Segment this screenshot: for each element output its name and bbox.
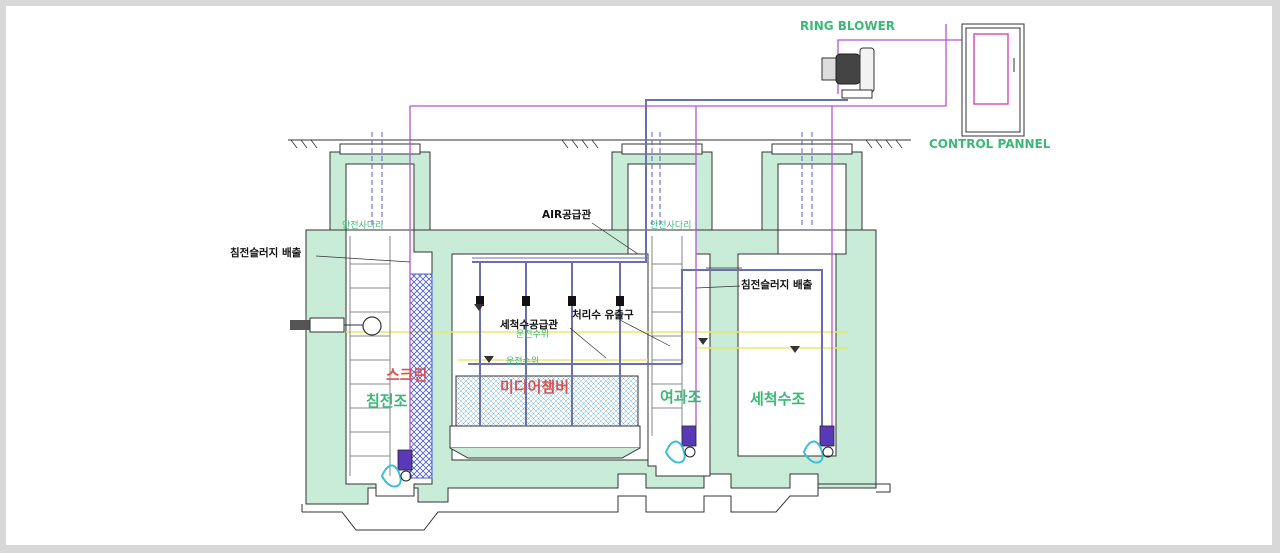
ring-blower (821, 47, 875, 99)
safety-ladder-left (349, 236, 391, 476)
media-chamber-box (449, 375, 641, 459)
media-pipes (472, 99, 848, 426)
leader-lines (315, 222, 742, 359)
dashed-lines (371, 132, 813, 228)
label-operating-level-b: 운전수위 (506, 356, 539, 367)
label-ladder-right: 안전사다리 (650, 220, 691, 231)
label-wash-supply-pipe: 세척수공급관 (500, 318, 558, 331)
diagram-frame: RING BLOWER CONTROL PANNEL AIR공급관 침전슬러지 … (6, 6, 1272, 545)
label-filter-tank: 여과조 (660, 388, 702, 406)
treatment-system-diagram: RING BLOWER CONTROL PANNEL AIR공급관 침전슬러지 … (230, 19, 1051, 531)
wash-supply-pipe (468, 269, 823, 426)
label-media-chamber: 미디어챔버 (500, 378, 569, 396)
control-panel (961, 23, 1025, 137)
label-control-pannel: CONTROL PANNEL (929, 137, 1051, 151)
label-settling-tank: 침전조 (366, 392, 408, 410)
pump-settling (380, 449, 413, 488)
label-sludge-right: 침전슬러지 배출 (741, 278, 813, 291)
diffuser-nozzles (476, 296, 624, 306)
pump-wash (802, 425, 835, 464)
label-treated-outlet: 처리수 유출구 (572, 308, 634, 321)
ground-line (288, 139, 911, 149)
footing (301, 483, 891, 531)
label-ladder-left: 안전사다리 (342, 220, 383, 231)
label-ring-blower: RING BLOWER (800, 19, 895, 33)
label-operating-level-a: 운전수위 (516, 329, 549, 340)
inlet-pipe (290, 316, 382, 336)
label-screen: 스크린 (386, 366, 427, 384)
level-markers (474, 304, 800, 363)
label-air-pipe: AIR공급관 (542, 208, 591, 221)
pump-filter (664, 425, 697, 464)
label-wash-tank: 세척수조 (750, 390, 805, 408)
label-sludge-left: 침전슬러지 배출 (230, 246, 302, 259)
